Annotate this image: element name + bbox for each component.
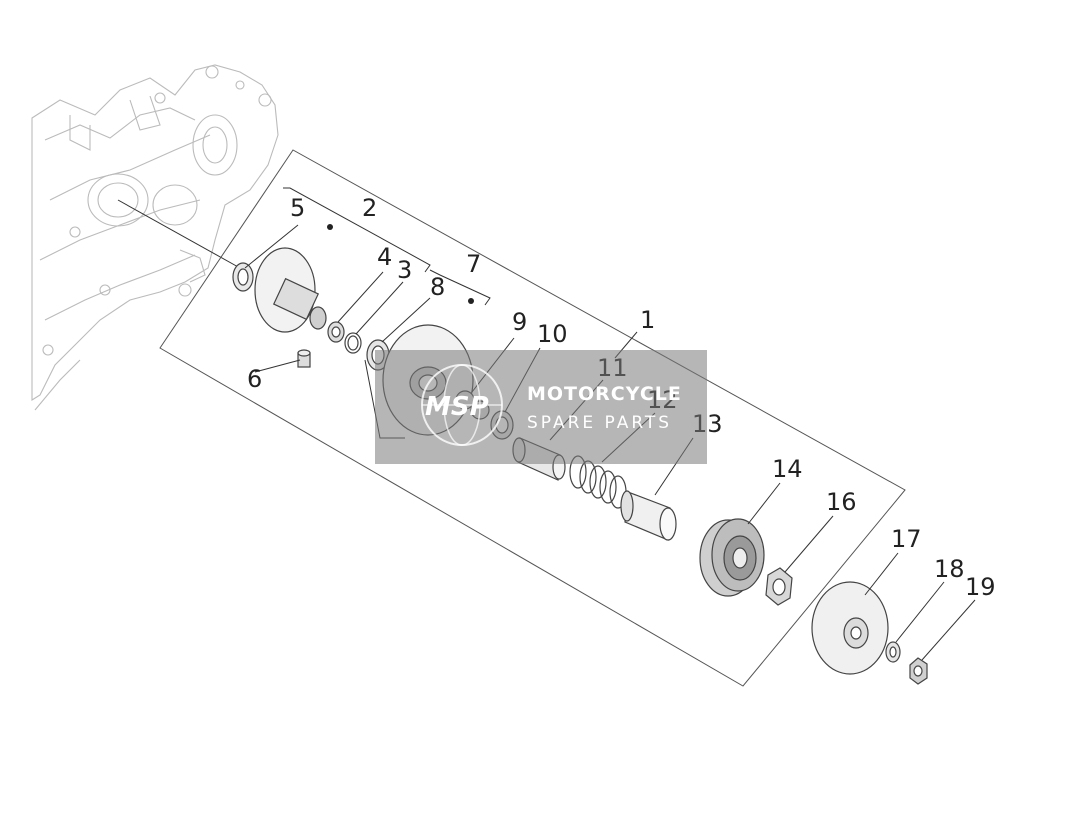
- part-18-washer: [885, 641, 901, 663]
- callout-3: 3: [397, 256, 412, 284]
- part-13-cup: [620, 490, 677, 541]
- callout-17: 17: [891, 525, 922, 553]
- callout-8: 8: [430, 273, 445, 301]
- engine-casing: [31, 64, 279, 411]
- callout-16: 16: [826, 488, 857, 516]
- part-14-clutch: [699, 518, 765, 597]
- group-bracket-2: [283, 187, 431, 273]
- part-5-bearing: [232, 262, 254, 292]
- callout-19: 19: [965, 573, 996, 601]
- part-16-nut: [765, 567, 793, 606]
- watermark-banner: [375, 350, 707, 464]
- callout-5: 5: [290, 194, 305, 222]
- axis-leader: [117, 199, 241, 269]
- part-3-oring: [344, 332, 362, 354]
- part-6-screw: [297, 349, 311, 368]
- part-19-nut: [909, 657, 928, 685]
- watermark-line1: MOTORCYCLE: [527, 383, 682, 405]
- group-bracket-7: [429, 269, 491, 306]
- callout-2: 2: [362, 194, 377, 222]
- callout-1: 1: [640, 306, 655, 334]
- callout-14: 14: [772, 455, 803, 483]
- callout-4: 4: [377, 243, 392, 271]
- callout-6: 6: [247, 365, 262, 393]
- callout-9: 9: [512, 308, 527, 336]
- part-17-clutch-bell: [811, 581, 889, 675]
- callout-18: 18: [934, 555, 965, 583]
- watermark-logo: MSP: [425, 392, 489, 422]
- callout-7: 7: [466, 250, 481, 278]
- watermark-line2: SPARE PARTS: [527, 413, 672, 433]
- kit-boundary-box: [159, 149, 906, 687]
- callout-10: 10: [537, 320, 568, 348]
- part-4-bushing: [327, 321, 345, 343]
- part-2-half-pulley: [254, 224, 333, 333]
- watermark: MSP MOTORCYCLE SPARE PARTS: [375, 350, 707, 464]
